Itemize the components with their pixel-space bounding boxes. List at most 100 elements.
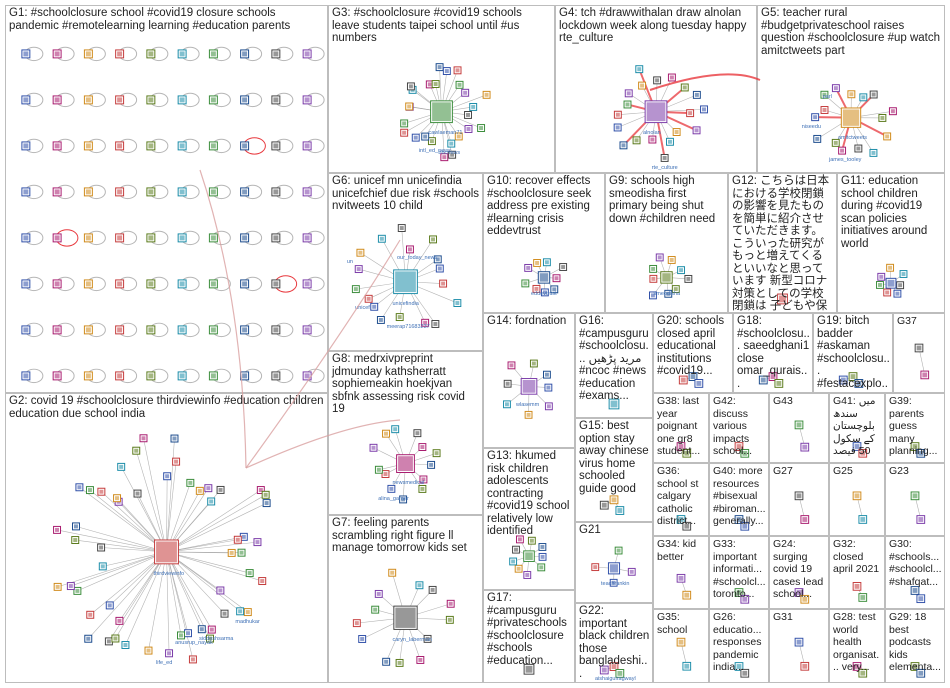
node-label: anusrup_nayak — [175, 639, 213, 646]
user-node-avatar — [860, 670, 866, 676]
user-node-avatar — [77, 485, 82, 490]
hub-node-avatar — [156, 541, 177, 563]
user-node-avatar — [912, 444, 918, 449]
group-label: G13: hkumed risk children adolescents co… — [487, 450, 570, 537]
user-node-avatar — [87, 488, 92, 493]
user-node-avatar — [85, 235, 91, 241]
group-label: G14: fordnation — [487, 315, 567, 327]
group-g31: G31 — [769, 609, 829, 683]
user-node-avatar — [650, 137, 655, 142]
user-node-avatar — [85, 373, 91, 379]
group-label: G3: #schoolclosure #covid19 schools leav… — [332, 7, 522, 44]
node-label: bbcnews — [438, 150, 461, 157]
group-label: G35: school — [657, 611, 688, 636]
user-node-avatar — [561, 265, 566, 269]
network-edge — [70, 551, 167, 587]
group-network — [678, 372, 704, 388]
user-node-avatar — [165, 474, 170, 479]
group-label: G32: closed april 2021 — [833, 538, 880, 575]
user-node-avatar — [85, 327, 91, 333]
user-node-avatar — [107, 603, 112, 608]
user-node-avatar — [678, 517, 684, 522]
user-node-avatar — [23, 97, 29, 103]
user-node-avatar — [617, 670, 623, 676]
user-node-avatar — [742, 596, 748, 602]
user-node-avatar — [514, 547, 518, 552]
user-node-avatar — [384, 431, 388, 436]
user-node-avatar — [441, 281, 446, 286]
group-g10: G10: recover effects #schoolclosure seek… — [483, 173, 605, 313]
node-label: life_ed — [156, 660, 173, 667]
node-label: madhukar — [235, 618, 260, 625]
user-node-avatar — [890, 109, 895, 114]
user-node-avatar — [429, 139, 434, 144]
user-node-avatar — [239, 550, 244, 555]
user-node-avatar — [918, 450, 924, 456]
user-node-avatar — [54, 281, 60, 287]
user-node-avatar — [415, 431, 420, 436]
user-node-avatar — [148, 189, 154, 195]
user-node-avatar — [742, 670, 748, 676]
group-network — [852, 662, 868, 678]
user-node-avatar — [434, 451, 439, 456]
user-node-avatar — [407, 104, 412, 109]
group-network — [613, 65, 708, 162]
group-g13: G13: hkumed risk children adolescents co… — [483, 448, 575, 590]
user-node-avatar — [23, 327, 29, 333]
node-label: teachrankin — [601, 581, 630, 588]
group-g34: G34: kid better — [653, 536, 709, 609]
user-node-avatar — [74, 524, 78, 529]
hub-node-avatar — [395, 271, 416, 293]
user-node-avatar — [423, 134, 428, 139]
hub-node-avatar — [662, 273, 671, 282]
node-label: caryn_laberman — [392, 636, 432, 643]
hub-node-avatar — [395, 607, 416, 628]
group-network — [838, 372, 864, 388]
user-node-avatar — [526, 412, 531, 417]
group-label: G26: educatio... responses pandemic indi… — [713, 611, 762, 673]
user-node-avatar — [304, 235, 310, 241]
node-label: eddevtrust — [531, 290, 557, 297]
group-g19: G19: bitch badder #askaman #schoolclosu.… — [813, 313, 893, 393]
group-label: G17: #campusguru #privateschools #school… — [487, 592, 567, 667]
user-node-avatar — [304, 97, 310, 103]
group-label: G19: bitch badder #askaman #schoolclosu.… — [817, 315, 890, 392]
user-node-avatar — [539, 565, 544, 570]
user-node-avatar — [179, 51, 185, 57]
hub-node-avatar — [887, 279, 895, 287]
group-g43: G43 — [769, 393, 829, 463]
group-network — [910, 491, 926, 524]
user-node-avatar — [742, 450, 748, 456]
user-node-avatar — [304, 281, 310, 287]
group-g15: G15: best option stay away chinese virus… — [575, 418, 653, 522]
user-node-avatar — [471, 104, 476, 109]
user-node-avatar — [218, 487, 223, 492]
group-label: G41: میں سندھ بلوچستان کے سکول 50 فیصد — [833, 395, 876, 457]
group-g37: G37 — [893, 313, 945, 393]
group-network — [777, 293, 788, 305]
user-node-avatar — [134, 448, 139, 453]
user-node-avatar — [263, 492, 268, 497]
user-node-avatar — [542, 290, 547, 295]
user-node-avatar — [912, 493, 918, 499]
user-node-avatar — [255, 540, 260, 545]
user-node-avatar — [684, 663, 690, 669]
user-node-avatar — [373, 607, 378, 612]
group-network — [521, 258, 568, 297]
group-label: G31 — [773, 611, 793, 623]
user-node-avatar — [397, 660, 402, 665]
user-node-avatar — [682, 85, 687, 90]
user-node-avatar — [447, 617, 452, 622]
node-label: thirdviewinfo — [153, 571, 185, 577]
group-g27: G27 — [769, 463, 829, 536]
group-label: G25 — [833, 465, 853, 477]
user-node-avatar — [179, 235, 185, 241]
user-node-avatar — [736, 444, 742, 449]
node-label: siddeshsarma — [199, 636, 234, 643]
user-node-avatar — [85, 143, 91, 149]
user-node-avatar — [356, 267, 361, 272]
user-node-avatar — [100, 564, 105, 569]
user-node-avatar — [534, 286, 539, 291]
group-network — [676, 515, 692, 531]
